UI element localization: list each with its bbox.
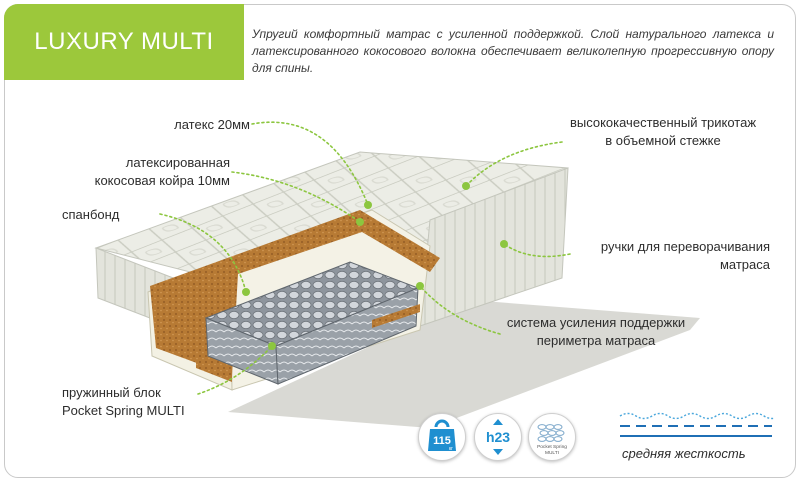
card-frame	[4, 4, 796, 478]
label-perimeter-line2: периметра матраса	[536, 333, 656, 348]
label-spring-line1: пружинный блок	[62, 385, 161, 400]
label-spring-line2: Pocket Spring MULTI	[62, 403, 185, 418]
label-knit: высококачественный трикотаж в объемной с…	[556, 114, 770, 150]
spring-badge-line1: Pocket Spring	[537, 444, 567, 450]
callout-perimeter	[419, 285, 501, 335]
firmness-wave-icon	[619, 412, 774, 437]
label-handles-line2: матраса	[719, 257, 770, 272]
weight-value: 115	[433, 435, 451, 447]
label-perimeter: система усиления поддержки периметра мат…	[496, 314, 696, 350]
weight-badge: 115 кг	[418, 413, 466, 461]
label-spring: пружинный блок Pocket Spring MULTI	[62, 384, 185, 420]
callout-latex	[251, 121, 369, 206]
weight-unit: кг	[449, 446, 453, 452]
height-icon: h23	[486, 419, 510, 455]
label-coir: латексированная кокосовая койра 10мм	[60, 154, 230, 190]
label-knit-line2: в объемной стежке	[605, 133, 721, 148]
product-title: LUXURY MULTI	[34, 28, 214, 55]
label-handles: ручки для переворачивания матраса	[560, 238, 770, 274]
label-spunbond: спанбонд	[62, 207, 120, 222]
height-value: h23	[486, 429, 510, 445]
label-handles-line1: ручки для переворачивания	[600, 239, 770, 254]
product-description: Упругий комфортный матрас с усиленной по…	[252, 27, 774, 75]
callout-knit	[465, 141, 563, 187]
label-coir-line1: латексированная	[125, 155, 230, 170]
pocket-spring-icon: Pocket Spring MULTI	[537, 424, 567, 456]
pocket-spring-badge: Pocket Spring MULTI	[528, 413, 576, 461]
spring-badge-line2: MULTI	[545, 450, 559, 456]
callout-spring	[197, 345, 273, 395]
callout-spunbond	[159, 213, 247, 293]
weight-icon: 115 кг	[428, 419, 456, 452]
firmness-label: средняя жесткость	[622, 446, 746, 461]
title-banner: LUXURY MULTI	[4, 4, 244, 80]
height-badge: h23	[474, 413, 522, 461]
callout-coir	[231, 171, 361, 223]
label-latex: латекс 20мм	[174, 117, 250, 132]
label-coir-line2: кокосовая койра 10мм	[94, 173, 230, 188]
label-knit-line1: высококачественный трикотаж	[569, 115, 757, 130]
label-perimeter-line1: система усиления поддержки	[506, 315, 686, 330]
callout-handles	[503, 243, 571, 258]
